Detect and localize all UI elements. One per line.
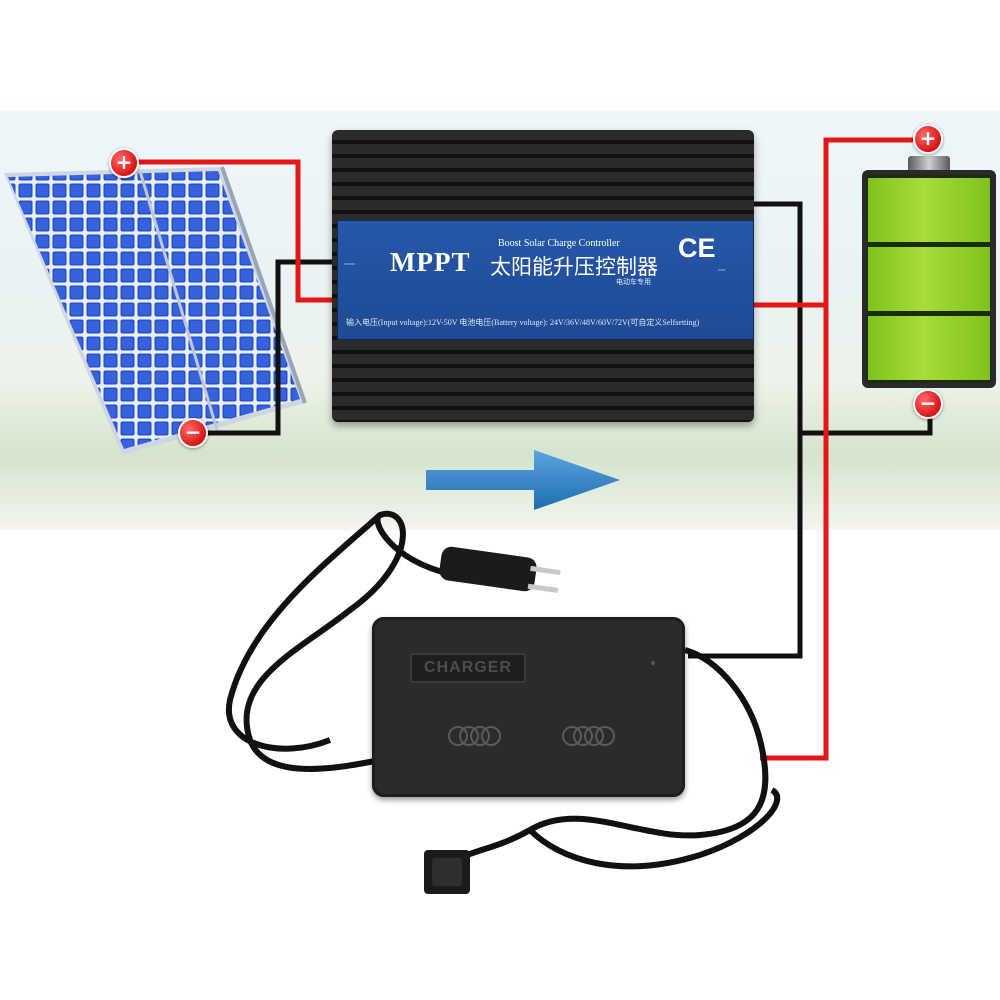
battery-output-label: ▭▭	[718, 267, 726, 272]
charger-label: CHARGER	[410, 653, 526, 683]
ac-power-cord-loop	[225, 512, 383, 752]
charger-positive-wire	[760, 305, 829, 761]
battery-cell	[868, 178, 990, 242]
battery	[862, 156, 996, 388]
controller-brand: MPPT	[390, 247, 471, 277]
dc-connector	[424, 850, 470, 894]
pv-input-label: ▭▭▭	[344, 261, 356, 266]
panel-positive-terminal-icon: +	[109, 148, 139, 178]
battery-cap	[908, 156, 950, 172]
charger-logo-icon	[448, 726, 504, 746]
charger-logo-icon	[562, 726, 618, 746]
dc-output-cord	[457, 647, 769, 863]
controller-subtitle-cn: 电动车专用	[616, 278, 651, 286]
battery-charger: CHARGER	[372, 617, 685, 797]
dc-output-cord-loop	[527, 787, 781, 870]
controller-faceplate: ▭▭▭ MPPT Boost Solar Charge Controller 太…	[337, 220, 754, 340]
battery-cell	[868, 247, 990, 311]
ac-plug	[439, 546, 561, 593]
ce-mark: CE	[678, 233, 716, 263]
panel-negative-terminal-icon: −	[178, 418, 208, 448]
charger-negative-wire	[688, 433, 803, 659]
controller-spec-line: 输入电压(Input voltage):12V-50V 电池电压(Battery…	[346, 318, 700, 327]
controller-title-cn: 太阳能升压控制器	[490, 255, 658, 279]
battery-negative-terminal-icon: −	[913, 389, 943, 419]
solar-panel	[4, 166, 307, 455]
controller-positive-wire	[752, 137, 928, 308]
panel-positive-wire	[125, 159, 337, 303]
battery-positive-terminal-icon: +	[913, 124, 943, 154]
battery-cell	[868, 316, 990, 380]
controller-subtitle-en: Boost Solar Charge Controller	[498, 238, 620, 249]
panel-negative-wire	[200, 259, 337, 436]
flow-arrow-icon	[426, 450, 620, 510]
charger-indicator-led	[651, 661, 655, 665]
